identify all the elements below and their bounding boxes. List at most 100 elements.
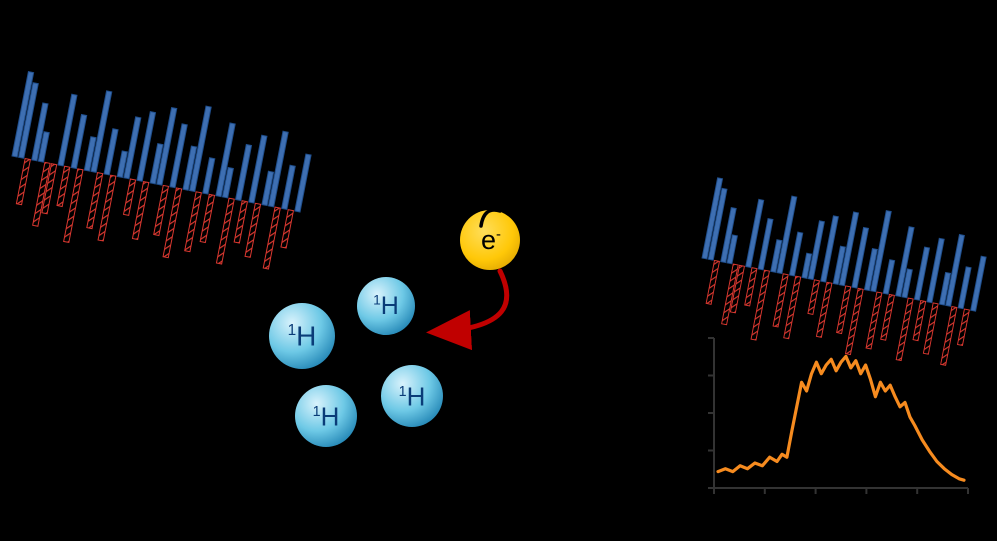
proton-symbol: H bbox=[320, 401, 340, 432]
proton-sphere bbox=[269, 303, 335, 369]
pulse-bar-down bbox=[807, 279, 820, 315]
pulse-bar-up bbox=[720, 206, 737, 264]
pulse-bar-down bbox=[844, 287, 864, 356]
pulse-bar-up bbox=[970, 255, 987, 312]
electron-symbol: e bbox=[481, 224, 497, 255]
pulse-bar-down bbox=[912, 299, 927, 342]
pulse-bar-up bbox=[901, 268, 913, 299]
spectrum-plot bbox=[708, 337, 969, 494]
pulse-bar-down bbox=[815, 281, 833, 338]
pulse-bar-up bbox=[103, 128, 119, 176]
pulse-bar-up bbox=[788, 231, 804, 277]
pulse-bar-up bbox=[17, 82, 39, 159]
pulse-bar-up bbox=[31, 102, 49, 162]
pulse-bar-down bbox=[153, 184, 170, 237]
pulse-bar-up bbox=[261, 170, 275, 207]
pulse-bar-down bbox=[729, 264, 745, 314]
pulse-bar-down bbox=[865, 291, 883, 350]
proton-label: 1H bbox=[288, 322, 317, 350]
pulse-bar-up bbox=[188, 105, 212, 193]
pulse-bar-up bbox=[83, 136, 97, 172]
proton-symbol: H bbox=[406, 381, 426, 412]
proton-isotope: 1 bbox=[312, 403, 321, 420]
pulse-bar-up bbox=[838, 211, 860, 287]
pulse-bar-up bbox=[182, 145, 198, 191]
pulse-bar-up bbox=[801, 252, 813, 279]
pulse-bar-down bbox=[184, 191, 202, 253]
pulse-bar-down bbox=[63, 168, 84, 244]
spectrum-curve bbox=[716, 354, 966, 482]
pulse-bar-up bbox=[957, 266, 972, 310]
proton-sphere bbox=[295, 385, 357, 447]
proton-sphere bbox=[357, 277, 415, 335]
pulse-bar-up bbox=[202, 157, 216, 195]
pulse-bar-down bbox=[97, 174, 117, 242]
pulse-bar-up bbox=[156, 106, 178, 186]
proton-symbol: H bbox=[380, 292, 399, 320]
proton-isotope: 1 bbox=[398, 383, 407, 400]
pulse-bar-up bbox=[57, 93, 78, 167]
pulse-bar-down bbox=[233, 200, 248, 244]
pulse-bar-up bbox=[870, 210, 892, 293]
pulse-bar-up bbox=[895, 226, 915, 298]
pulse-bar-up bbox=[294, 153, 312, 213]
pulse-bar-down bbox=[280, 209, 295, 249]
pulse-train-before bbox=[11, 70, 312, 270]
pulse-bar-up bbox=[807, 220, 825, 281]
pulse-train-after bbox=[701, 177, 987, 366]
pulse-bar-up bbox=[938, 271, 952, 306]
pulse-bar-down bbox=[744, 267, 758, 307]
proton-label: 1H bbox=[399, 383, 426, 409]
pulse-bar-down bbox=[783, 275, 802, 340]
pulse-bar-down bbox=[122, 178, 137, 216]
pulse-bar-down bbox=[262, 206, 281, 270]
pulse-bar-down bbox=[922, 302, 939, 355]
pulse-bar-up bbox=[701, 177, 724, 260]
pulse-bar-down bbox=[56, 165, 71, 208]
pulse-bar-up bbox=[136, 110, 157, 182]
electron-circle bbox=[460, 210, 520, 270]
pulse-bar-down bbox=[772, 273, 789, 328]
impact-arrow bbox=[426, 268, 510, 351]
pulse-bar-up bbox=[776, 195, 798, 275]
pulse-bar-down bbox=[721, 263, 739, 326]
pulse-bar-up bbox=[248, 134, 268, 204]
pulse-bar-up bbox=[863, 247, 878, 292]
pulse-bar-up bbox=[945, 233, 965, 307]
pulse-bar-down bbox=[86, 172, 104, 230]
pulse-bar-down bbox=[215, 197, 235, 265]
pulse-bar-up bbox=[90, 90, 113, 173]
electron-label: e- bbox=[481, 224, 501, 255]
pulse-bar-up bbox=[215, 122, 236, 198]
electron-charge: - bbox=[496, 226, 501, 243]
pulse-bar-down bbox=[880, 293, 895, 341]
pulse-bar-down bbox=[750, 269, 770, 341]
pulse-bar-up bbox=[913, 246, 931, 301]
pulse-bar-down bbox=[940, 306, 958, 366]
pulse-bar-up bbox=[745, 198, 765, 269]
proton-symbol: H bbox=[296, 320, 317, 352]
pulse-bar-down bbox=[956, 308, 970, 346]
pulse-bar-down bbox=[131, 180, 150, 241]
pulse-bar-up bbox=[882, 259, 896, 295]
pulse-bar-up bbox=[770, 239, 783, 273]
pulse-bar-up bbox=[926, 237, 945, 304]
pulse-bar-up bbox=[707, 187, 728, 261]
proton-isotope: 1 bbox=[287, 322, 297, 340]
proton-isotope: 1 bbox=[373, 292, 381, 308]
pulse-bar-down bbox=[836, 285, 852, 335]
pulse-bar-down bbox=[199, 193, 216, 244]
pulse-bar-up bbox=[11, 70, 35, 158]
pulse-bar-down bbox=[244, 202, 262, 258]
proton-label: 1H bbox=[373, 292, 399, 320]
pulse-bar-up bbox=[820, 215, 839, 283]
pulse-bar-down bbox=[705, 259, 720, 305]
pulse-bar-up bbox=[123, 116, 142, 180]
pulse-bar-up bbox=[832, 245, 846, 286]
pulse-bar-up bbox=[235, 143, 253, 202]
pulse-bar-up bbox=[267, 130, 289, 208]
pulse-bar-up bbox=[169, 123, 188, 189]
pulse-bar-up bbox=[37, 131, 50, 163]
